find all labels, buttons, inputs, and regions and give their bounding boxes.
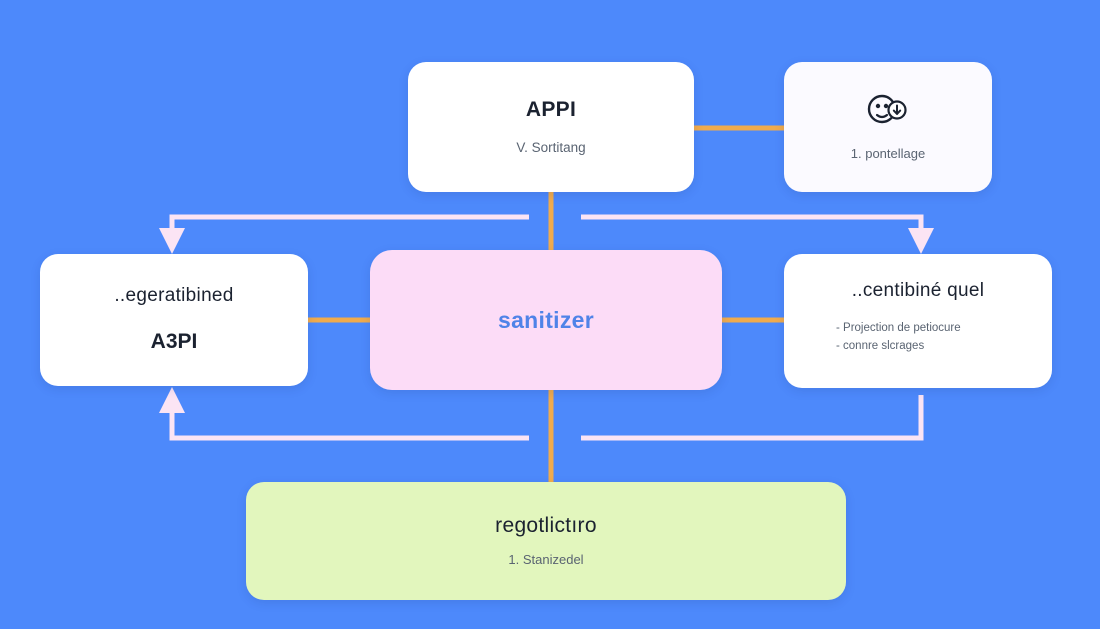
connector-top-to-right-card <box>581 214 934 254</box>
node-right-bullet-item: - connre slcrages <box>836 339 925 352</box>
node-sanitizer[interactable]: sanitizer <box>370 250 722 390</box>
node-right-bullets: - Projection de petiocure - connre slcra… <box>784 320 1052 356</box>
node-left-subtitle: A3PI <box>150 330 198 354</box>
node-pontellage[interactable]: 1. pontellage <box>784 62 992 192</box>
node-bottom-subtitle: 1. Stanizedel <box>508 552 584 568</box>
node-right-title: ..centibiné quel <box>851 280 985 301</box>
node-bottom[interactable]: regotlictıro 1. Stanizedel <box>246 482 846 600</box>
face-with-download-badge-icon <box>864 93 912 132</box>
connector-right-card-to-bottom <box>581 395 924 441</box>
connector-bottom-to-left-card <box>159 387 529 441</box>
node-appi-title: APPI <box>525 97 577 121</box>
node-left[interactable]: ..egeratibined A3PI <box>40 254 308 386</box>
node-appi[interactable]: APPI V. Sortitang <box>408 62 694 192</box>
node-right-bullet-item: - Projection de petiocure <box>836 321 961 334</box>
node-sanitizer-title: sanitizer <box>497 306 594 333</box>
node-left-title: ..egeratibined <box>114 285 234 307</box>
node-pontellage-label: 1. pontellage <box>850 145 926 161</box>
node-right[interactable]: ..centibiné quel - Projection de petiocu… <box>784 254 1052 388</box>
connector-top-to-left-card <box>159 214 529 254</box>
node-appi-subtitle: V. Sortitang <box>516 139 586 155</box>
node-bottom-title: regotlictıro <box>495 514 597 538</box>
